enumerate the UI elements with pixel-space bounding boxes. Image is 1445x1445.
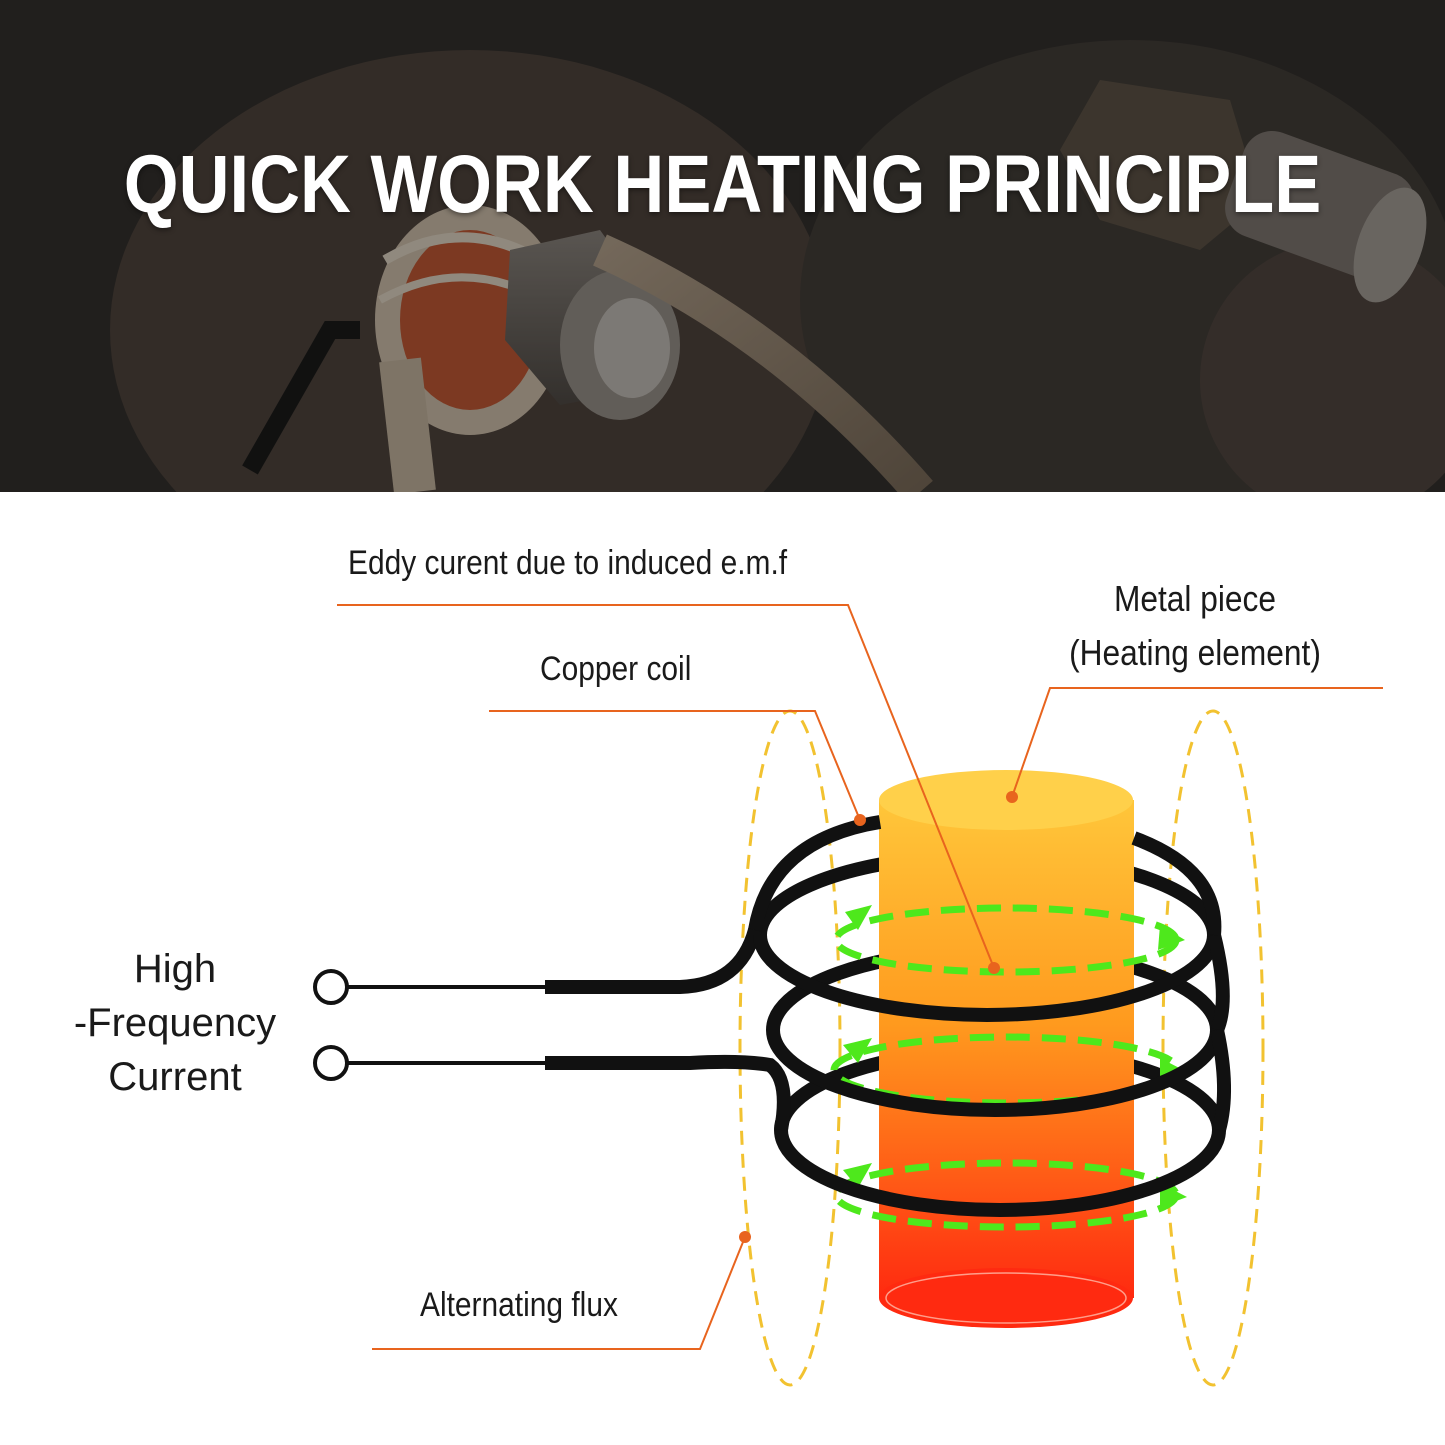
label-hf-line3: Current	[108, 1055, 242, 1099]
leader-copper	[489, 710, 861, 821]
leader-lines	[337, 604, 1383, 1350]
coil-front	[545, 815, 1232, 1217]
flux-loop-right	[1161, 709, 1265, 1387]
terminal-top	[313, 969, 349, 1005]
label-high-frequency-current: High -Frequency Current	[50, 942, 300, 1104]
label-alternating-flux: Alternating flux	[420, 1286, 618, 1324]
eddy-arrowheads	[843, 905, 1187, 1207]
label-copper-coil: Copper coil	[540, 650, 692, 688]
header-banner: QUICK WORK HEATING PRINCIPLE	[0, 0, 1445, 492]
label-metal-piece: Metal piece (Heating element)	[1059, 572, 1332, 680]
banner-photo-illustration	[0, 0, 1445, 492]
label-eddy-current: Eddy curent due to induced e.m.f	[348, 544, 788, 582]
label-metal-piece-line1: Metal piece	[1113, 578, 1277, 619]
terminal-bottom	[313, 1045, 349, 1081]
leader-flux	[372, 1236, 746, 1350]
metal-piece	[879, 770, 1134, 1328]
label-hf-line1: High	[133, 947, 217, 991]
leader-metal	[1011, 687, 1383, 798]
leader-eddy	[337, 604, 995, 969]
leader-dots	[739, 791, 1018, 1243]
lead-wires	[313, 969, 545, 1081]
diagram-drawing	[313, 604, 1383, 1387]
label-hf-line2: -Frequency	[73, 1001, 277, 1045]
page-title: QUICK WORK HEATING PRINCIPLE	[123, 139, 1322, 230]
induction-heating-diagram: Eddy curent due to induced e.m.f Metal p…	[0, 492, 1445, 1445]
flux-loop-left	[738, 709, 842, 1387]
label-metal-piece-line2: (Heating element)	[1069, 632, 1321, 673]
